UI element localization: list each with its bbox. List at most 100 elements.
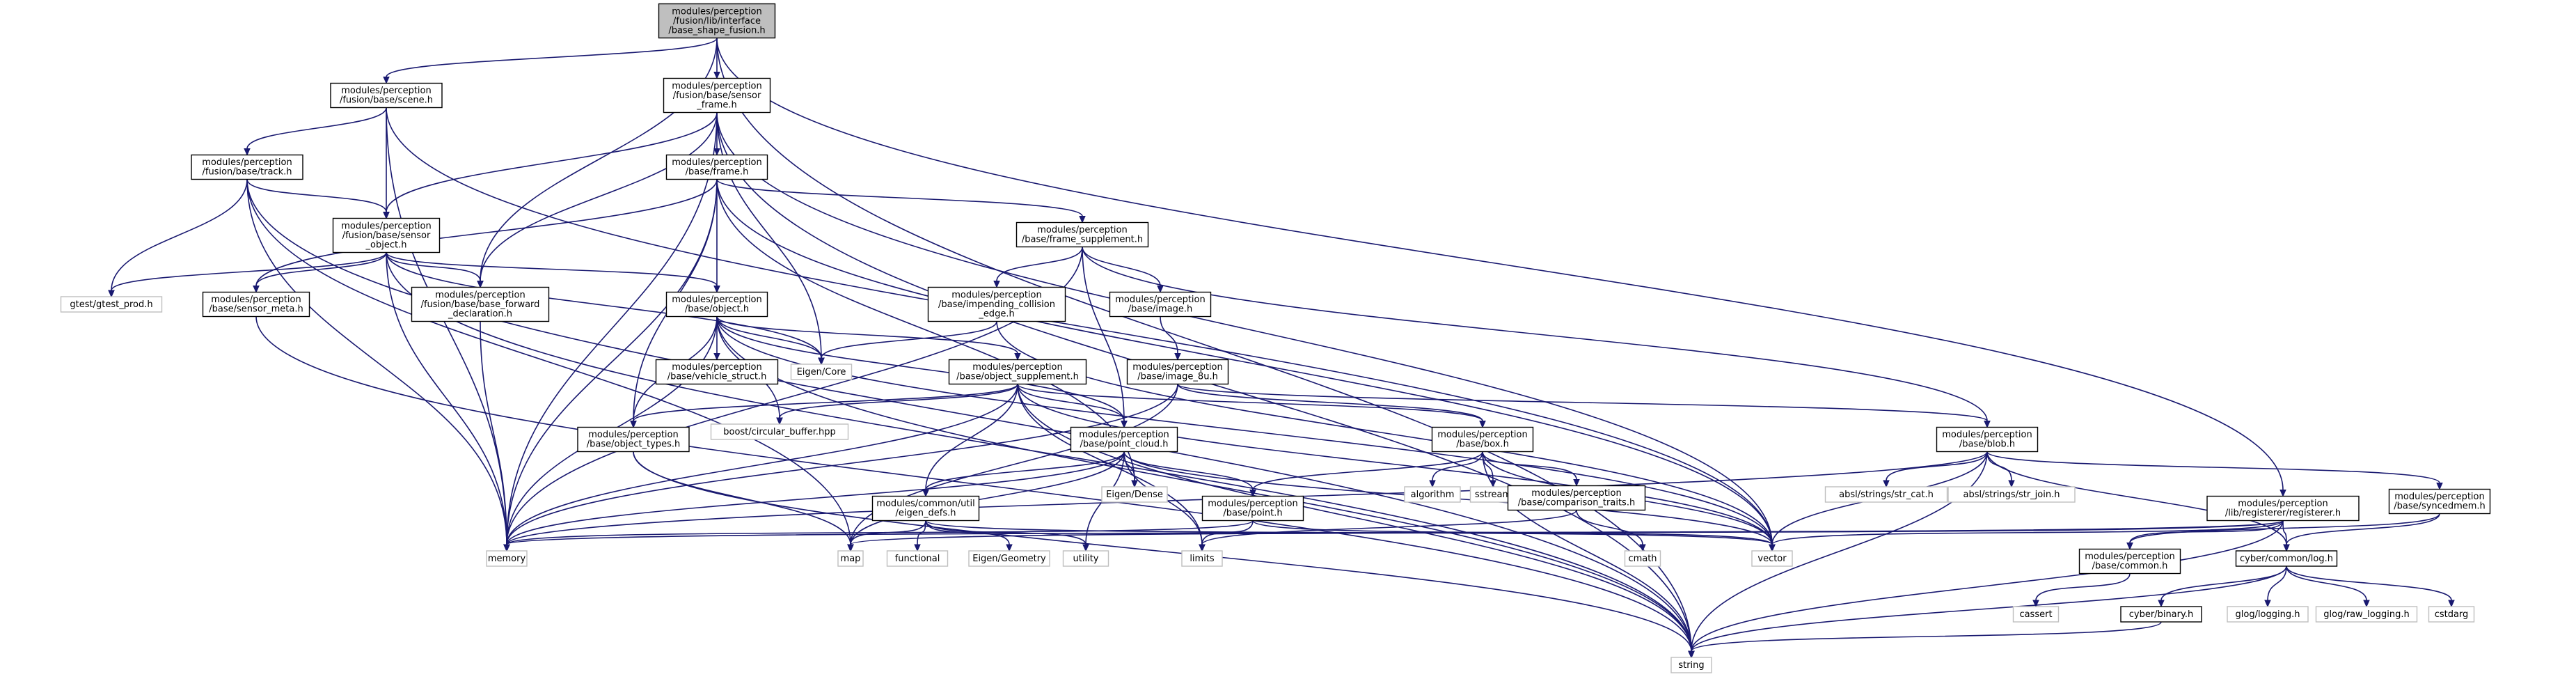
edge-image-to-image-8u bbox=[1160, 316, 1181, 361]
node-box bbox=[191, 154, 303, 180]
node-box[interactable]: modules/perception/base/box.h bbox=[1431, 426, 1534, 453]
node-track[interactable]: modules/perception/fusion/base/track.h bbox=[191, 154, 303, 180]
node-label-line: /fusion/base/sensor bbox=[673, 91, 761, 101]
edge-object-supplement-to-memory bbox=[503, 384, 1018, 552]
node-box bbox=[2227, 606, 2309, 623]
node-root[interactable]: modules/perception/fusion/lib/interface/… bbox=[658, 3, 776, 39]
node-label-line: modules/perception bbox=[341, 221, 431, 231]
edge-image-8u-to-blob bbox=[1177, 383, 1991, 428]
node-label-line: /fusion/lib/interface bbox=[673, 16, 761, 26]
node-box bbox=[1824, 486, 1948, 503]
edge-scene-to-track bbox=[244, 107, 387, 156]
node-label-line: Eigen/Core bbox=[797, 367, 846, 377]
edge-image-8u-to-box bbox=[1177, 384, 1486, 428]
edge-syncedmem-to-log bbox=[2283, 513, 2440, 552]
edge-point-cloud-to-eigen-defs bbox=[922, 451, 1125, 497]
edge-box-to-comparison-traits bbox=[1482, 451, 1580, 487]
node-box bbox=[60, 296, 163, 313]
node-gtest: gtest/gtest_prod.h bbox=[60, 296, 163, 313]
node-box bbox=[927, 286, 1066, 322]
node-comparison-traits[interactable]: modules/perception/base/comparison_trait… bbox=[1507, 485, 1646, 511]
node-label-line: /fusion/base/scene.h bbox=[340, 95, 433, 106]
node-object-types[interactable]: modules/perception/base/object_types.h bbox=[577, 426, 690, 453]
node-label-line: /base_shape_fusion.h bbox=[668, 25, 765, 36]
node-label-line: modules/perception bbox=[1942, 430, 2032, 440]
node-syncedmem[interactable]: modules/perception/base/syncedmem.h bbox=[2388, 488, 2491, 515]
node-frame-supplement[interactable]: modules/perception/base/frame_supplement… bbox=[1016, 221, 1149, 248]
node-box bbox=[1181, 550, 1223, 567]
node-base-forward[interactable]: modules/perception/fusion/base/base_forw… bbox=[411, 286, 550, 322]
node-label-line: modules/perception bbox=[588, 430, 678, 440]
node-image[interactable]: modules/perception/base/image.h bbox=[1109, 291, 1212, 318]
node-label-line: /lib/registerer/registerer.h bbox=[2225, 508, 2341, 519]
node-box bbox=[663, 77, 771, 114]
node-box bbox=[658, 3, 776, 39]
node-vehicle-struct[interactable]: modules/perception/base/vehicle_struct.h bbox=[655, 359, 779, 385]
node-label-line: cassert bbox=[2019, 609, 2052, 620]
node-label-line: modules/perception bbox=[1208, 499, 1297, 509]
edge-point-to-vector bbox=[1252, 520, 1776, 552]
node-scene[interactable]: modules/perception/fusion/base/scene.h bbox=[330, 82, 443, 109]
node-label-line: Eigen/Geometry bbox=[972, 554, 1046, 564]
node-box bbox=[665, 291, 768, 318]
edge-base-common-to-cassert bbox=[2032, 573, 2131, 608]
node-frame[interactable]: modules/perception/base/frame.h bbox=[665, 154, 768, 180]
node-label-line: /base/point_cloud.h bbox=[1080, 439, 1169, 450]
node-label-line: /base/sensor_meta.h bbox=[209, 304, 303, 315]
edge-object-supplement-to-circular-buffer bbox=[776, 384, 1018, 426]
node-label-line: modules/perception bbox=[672, 6, 761, 17]
node-label-line: /base/object.h bbox=[685, 304, 749, 315]
node-label-line: cyber/common/log.h bbox=[2240, 554, 2333, 564]
node-box bbox=[948, 359, 1087, 385]
edge-sensor-frame-to-eigen-core bbox=[716, 112, 825, 366]
node-label-line: modules/perception bbox=[1437, 430, 1527, 440]
node-sensor-meta[interactable]: modules/perception/base/sensor_meta.h bbox=[202, 291, 310, 318]
edge-frame-supplement-to-image bbox=[1082, 247, 1164, 293]
node-point-cloud[interactable]: modules/perception/base/point_cloud.h bbox=[1070, 426, 1178, 453]
edge-frame-supplement-to-blob bbox=[1082, 247, 1991, 428]
node-label-line: cmath bbox=[1628, 554, 1657, 564]
node-label-line: modules/common/util bbox=[876, 499, 974, 509]
edge-track-to-string bbox=[246, 179, 1695, 659]
node-label-line: glog/raw_logging.h bbox=[2323, 609, 2409, 620]
node-cstdarg: cstdarg bbox=[2428, 606, 2475, 623]
node-impending[interactable]: modules/perception/base/impending_collis… bbox=[927, 286, 1066, 322]
node-str-cat: absl/strings/str_cat.h bbox=[1824, 486, 1948, 503]
node-label-line: glog/logging.h bbox=[2236, 609, 2300, 620]
node-box bbox=[1936, 426, 2039, 453]
node-label-line: modules/perception bbox=[341, 86, 431, 96]
node-eigen-defs[interactable]: modules/common/util/eigen_defs.h bbox=[871, 495, 980, 522]
node-sensor-object[interactable]: modules/perception/fusion/base/sensor_ob… bbox=[332, 217, 441, 253]
node-box bbox=[2235, 550, 2338, 567]
node-utility: utility bbox=[1062, 550, 1109, 567]
edge-syncedmem-to-base-common bbox=[2126, 513, 2440, 550]
node-label-line: /eigen_defs.h bbox=[896, 508, 956, 519]
edge-sensor-object-to-sensor-meta bbox=[253, 252, 387, 293]
node-label-line: gtest/gtest_prod.h bbox=[70, 299, 152, 310]
node-binary[interactable]: cyber/binary.h bbox=[2120, 606, 2202, 623]
node-log[interactable]: cyber/common/log.h bbox=[2235, 550, 2338, 567]
node-box bbox=[1016, 221, 1149, 248]
edge-sensor-frame-to-string bbox=[716, 112, 1695, 659]
node-label-line: _frame.h bbox=[696, 100, 736, 110]
node-label-line: absl/strings/str_cat.h bbox=[1839, 490, 1934, 500]
node-object[interactable]: modules/perception/base/object.h bbox=[665, 291, 768, 318]
node-label-line: Eigen/Dense bbox=[1106, 490, 1163, 500]
node-sensor-frame[interactable]: modules/perception/fusion/base/sensor_fr… bbox=[663, 77, 771, 114]
node-box bbox=[1751, 550, 1793, 567]
node-blob[interactable]: modules/perception/base/blob.h bbox=[1936, 426, 2039, 453]
node-label-line: /base/image.h bbox=[1128, 304, 1193, 315]
node-registerer[interactable]: modules/perception/lib/registerer/regist… bbox=[2206, 495, 2360, 522]
node-point[interactable]: modules/perception/base/point.h bbox=[1201, 495, 1304, 522]
node-label-line: modules/perception bbox=[202, 157, 292, 168]
node-label-line: modules/perception bbox=[435, 290, 525, 300]
node-label-line: modules/perception bbox=[951, 290, 1041, 300]
node-base-common[interactable]: modules/perception/base/common.h bbox=[2078, 548, 2181, 575]
node-image-8u[interactable]: modules/perception/base/image_8u.h bbox=[1126, 359, 1229, 385]
node-object-supplement[interactable]: modules/perception/base/object_supplemen… bbox=[948, 359, 1087, 385]
node-label-line: /base/comparison_traits.h bbox=[1518, 498, 1635, 508]
node-label-line: cyber/binary.h bbox=[2129, 609, 2193, 620]
node-box bbox=[2315, 606, 2418, 623]
edge-root-to-scene bbox=[383, 38, 718, 84]
